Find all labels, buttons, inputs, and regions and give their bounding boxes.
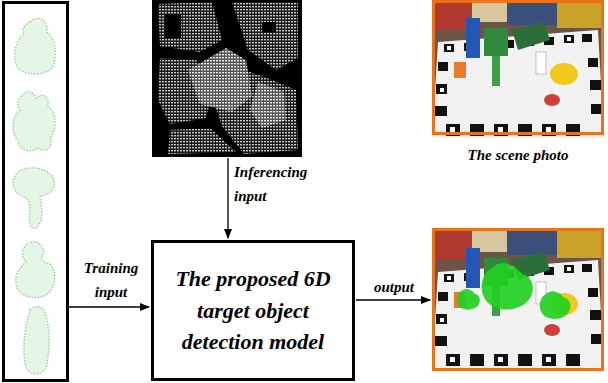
arrow-label: Inferencing input [234, 160, 326, 208]
box-text: The proposed 6D target object detection … [163, 263, 343, 359]
arrow-label: Training input [72, 256, 150, 304]
model-box: The proposed 6D target object detection … [151, 240, 355, 381]
arrow-label: output [360, 275, 428, 299]
image-caption: The scene photo [432, 143, 604, 167]
